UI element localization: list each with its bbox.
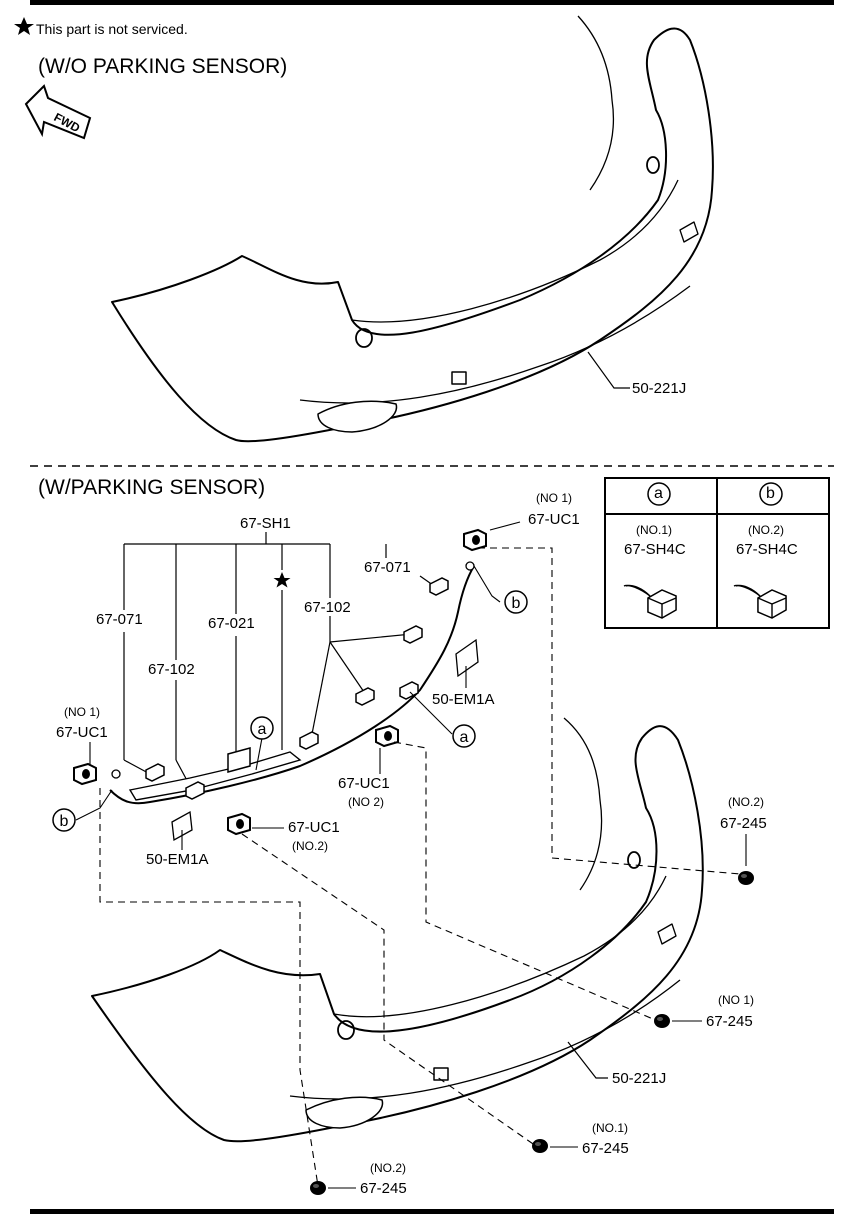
leader-uc1-no1-top — [489, 521, 521, 531]
ref-b-circle-2 — [52, 808, 76, 832]
ref-b-2: b — [60, 813, 69, 830]
label-uc1-no1-left: 67-UC1 — [56, 724, 108, 741]
tag-bezel-no2-bottom: (NO.2) — [370, 1161, 406, 1175]
table-part-b: 67-SH4C — [736, 541, 798, 558]
table-tag-a: (NO.1) — [636, 523, 672, 537]
label-uc1-no1-top: 67-UC1 — [528, 511, 580, 528]
leader-b-1 — [473, 565, 501, 603]
heading-without-sensor: (W/O PARKING SENSOR) — [38, 55, 288, 78]
table-tag-b: (NO.2) — [748, 523, 784, 537]
tag-uc1-no2-mid: (NO 2) — [348, 795, 384, 809]
star-icon — [14, 17, 34, 35]
label-bezel-no1-right: 67-245 — [706, 1013, 753, 1030]
table-cubes — [625, 584, 787, 619]
heading-with-sensor: (W/PARKING SENSOR) — [38, 476, 266, 499]
table-key-a: a — [654, 485, 663, 502]
install-lines — [99, 547, 741, 1187]
label-bumper-top: 50-221J — [632, 380, 687, 397]
label-bezel-no1-bottom: 67-245 — [582, 1140, 629, 1157]
label-uc1-no2-low: 67-UC1 — [288, 819, 340, 836]
tag-uc1-no2-low: (NO.2) — [292, 839, 328, 853]
ref-a-1: a — [258, 721, 267, 738]
label-clip-021: 67-021 — [208, 615, 255, 632]
leader-a-2 — [409, 691, 453, 735]
label-clip-071-right: 67-071 — [364, 559, 411, 576]
tag-bezel-no1-right: (NO 1) — [718, 993, 754, 1007]
label-bumper-bottom: 50-221J — [612, 1070, 667, 1087]
tag-uc1-no1-top: (NO 1) — [536, 491, 572, 505]
label-clip-102-left: 67-102 — [148, 661, 195, 678]
label-em1a-right: 50-EM1A — [432, 691, 495, 708]
bottom-border — [30, 1209, 834, 1214]
label-uc1-no2-mid: 67-UC1 — [338, 775, 390, 792]
label-clip-071-left: 67-071 — [96, 611, 143, 628]
top-border — [30, 0, 834, 5]
star-icon-harness — [273, 572, 291, 588]
tag-bezel-no1-bottom: (NO.1) — [592, 1121, 628, 1135]
leader-bumper-top — [587, 351, 630, 389]
harness-bracket — [123, 532, 441, 787]
bumper-top — [111, 15, 714, 443]
connector-67-021 — [227, 747, 251, 773]
ref-a-circle-2 — [452, 724, 476, 748]
not-serviced-note: This part is not serviced. — [36, 21, 188, 37]
label-harness: 67-SH1 — [240, 515, 291, 532]
tag-uc1-no1-left: (NO 1) — [64, 705, 100, 719]
tag-bezel-no2-right: (NO.2) — [728, 795, 764, 809]
label-em1a-left: 50-EM1A — [146, 851, 209, 868]
leader-bumper-bottom — [567, 1041, 608, 1079]
leader-a-1 — [255, 737, 263, 771]
harness-wire — [109, 565, 475, 805]
em1a-right-part — [455, 638, 479, 678]
ref-b-1: b — [512, 595, 521, 612]
label-clip-102-mid: 67-102 — [304, 599, 351, 616]
table-part-a: 67-SH4C — [624, 541, 686, 558]
table-column-divider — [716, 479, 718, 627]
reference-table — [604, 477, 830, 629]
table-row-divider — [606, 513, 828, 515]
label-bezel-no2-bottom: 67-245 — [360, 1180, 407, 1197]
leader-b-2 — [75, 789, 113, 821]
label-bezel-no2-right: 67-245 — [720, 815, 767, 832]
ref-b-circle-1 — [504, 590, 528, 614]
ref-a-circle-1 — [250, 716, 274, 740]
ref-a-2: a — [460, 729, 469, 746]
em1a-left-part — [171, 810, 193, 842]
table-key-b: b — [766, 485, 775, 502]
connector-left — [111, 769, 121, 779]
bumper-bottom — [91, 717, 704, 1143]
